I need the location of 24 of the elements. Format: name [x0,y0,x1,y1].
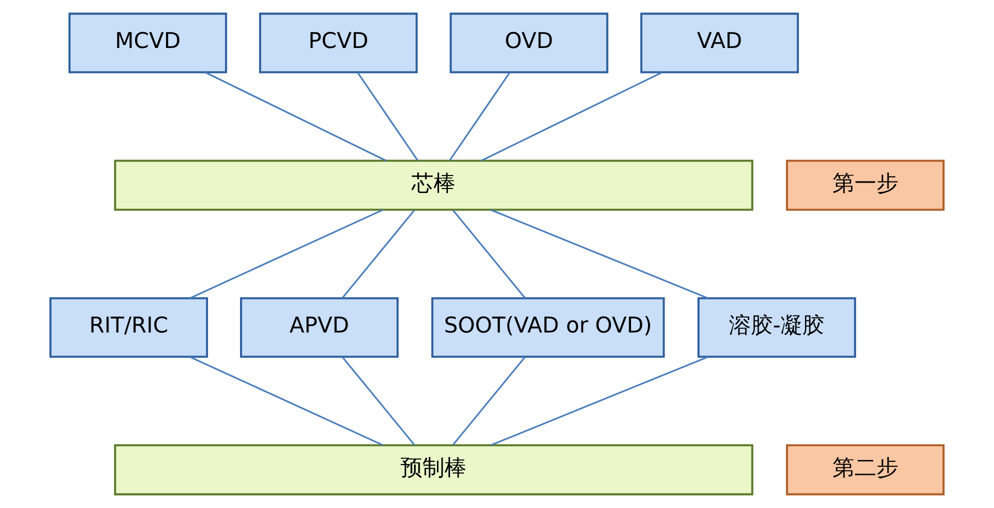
connector [357,72,418,161]
node-box: VAD [640,12,799,74]
connector [190,356,384,446]
node-box: APVD [240,297,399,358]
node-box: SOOT(VAD or OVD) [431,297,665,358]
connector [490,356,708,446]
connector [490,209,708,299]
node-box: 预制棒 [114,444,754,496]
node-box: OVD [450,12,608,74]
connector [190,209,384,299]
node-box: PCVD [259,12,418,74]
node-box: MCVD [68,12,228,74]
connector [452,356,526,446]
node-box: RIT/RIC [49,297,208,358]
node-box: 芯棒 [114,160,754,211]
connector [342,210,415,299]
node-box: 第一步 [786,160,945,211]
connector [449,72,510,161]
connector [480,72,662,162]
node-box: 溶胶-凝胶 [697,297,856,358]
node-box: 第二步 [786,444,945,496]
connector [204,72,387,162]
connector [452,210,526,299]
connector [342,356,416,446]
